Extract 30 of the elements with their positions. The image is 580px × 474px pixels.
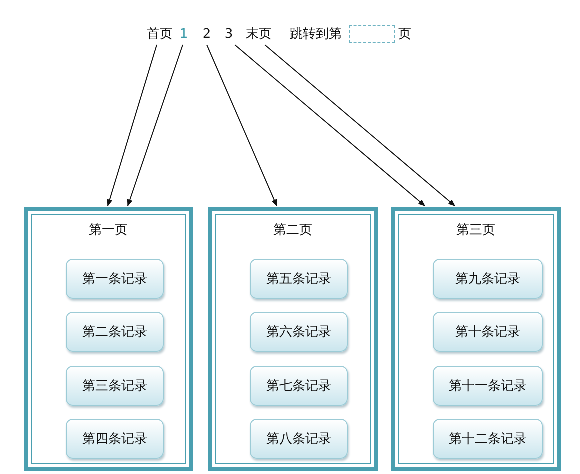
arrow bbox=[234, 44, 426, 206]
record-button: 第十一条记录 bbox=[433, 366, 543, 406]
page-title: 第一页 bbox=[88, 222, 129, 239]
page-label: 页 bbox=[398, 26, 412, 44]
page-panel bbox=[24, 207, 193, 471]
page-title: 第三页 bbox=[456, 222, 496, 239]
record-button: 第十二条记录 bbox=[433, 419, 543, 459]
record-button: 第二条记录 bbox=[66, 312, 164, 352]
record-button: 第十条记录 bbox=[433, 312, 543, 352]
record-button: 第六条记录 bbox=[250, 312, 348, 352]
arrow bbox=[264, 44, 456, 206]
record-button: 第九条记录 bbox=[433, 259, 543, 299]
record-button: 第五条记录 bbox=[250, 259, 348, 299]
record-button: 第一条记录 bbox=[66, 259, 164, 299]
arrow bbox=[127, 44, 184, 207]
record-button: 第三条记录 bbox=[66, 366, 164, 406]
page-link: 1 bbox=[177, 26, 191, 44]
arrow bbox=[107, 44, 158, 207]
record-button: 第七条记录 bbox=[250, 366, 348, 406]
record-button: 第四条记录 bbox=[66, 419, 164, 459]
page-title: 第二页 bbox=[272, 222, 314, 239]
page-link: 2 bbox=[200, 26, 214, 44]
record-button: 第八条记录 bbox=[250, 419, 348, 459]
page-link: 首页 bbox=[145, 26, 175, 44]
page-link: 末页 bbox=[244, 26, 274, 44]
arrow bbox=[206, 44, 278, 207]
page-link: 3 bbox=[222, 26, 236, 44]
page-panel bbox=[208, 207, 378, 471]
page-panel bbox=[391, 207, 561, 471]
jump-label: 跳转到第 bbox=[289, 26, 343, 44]
